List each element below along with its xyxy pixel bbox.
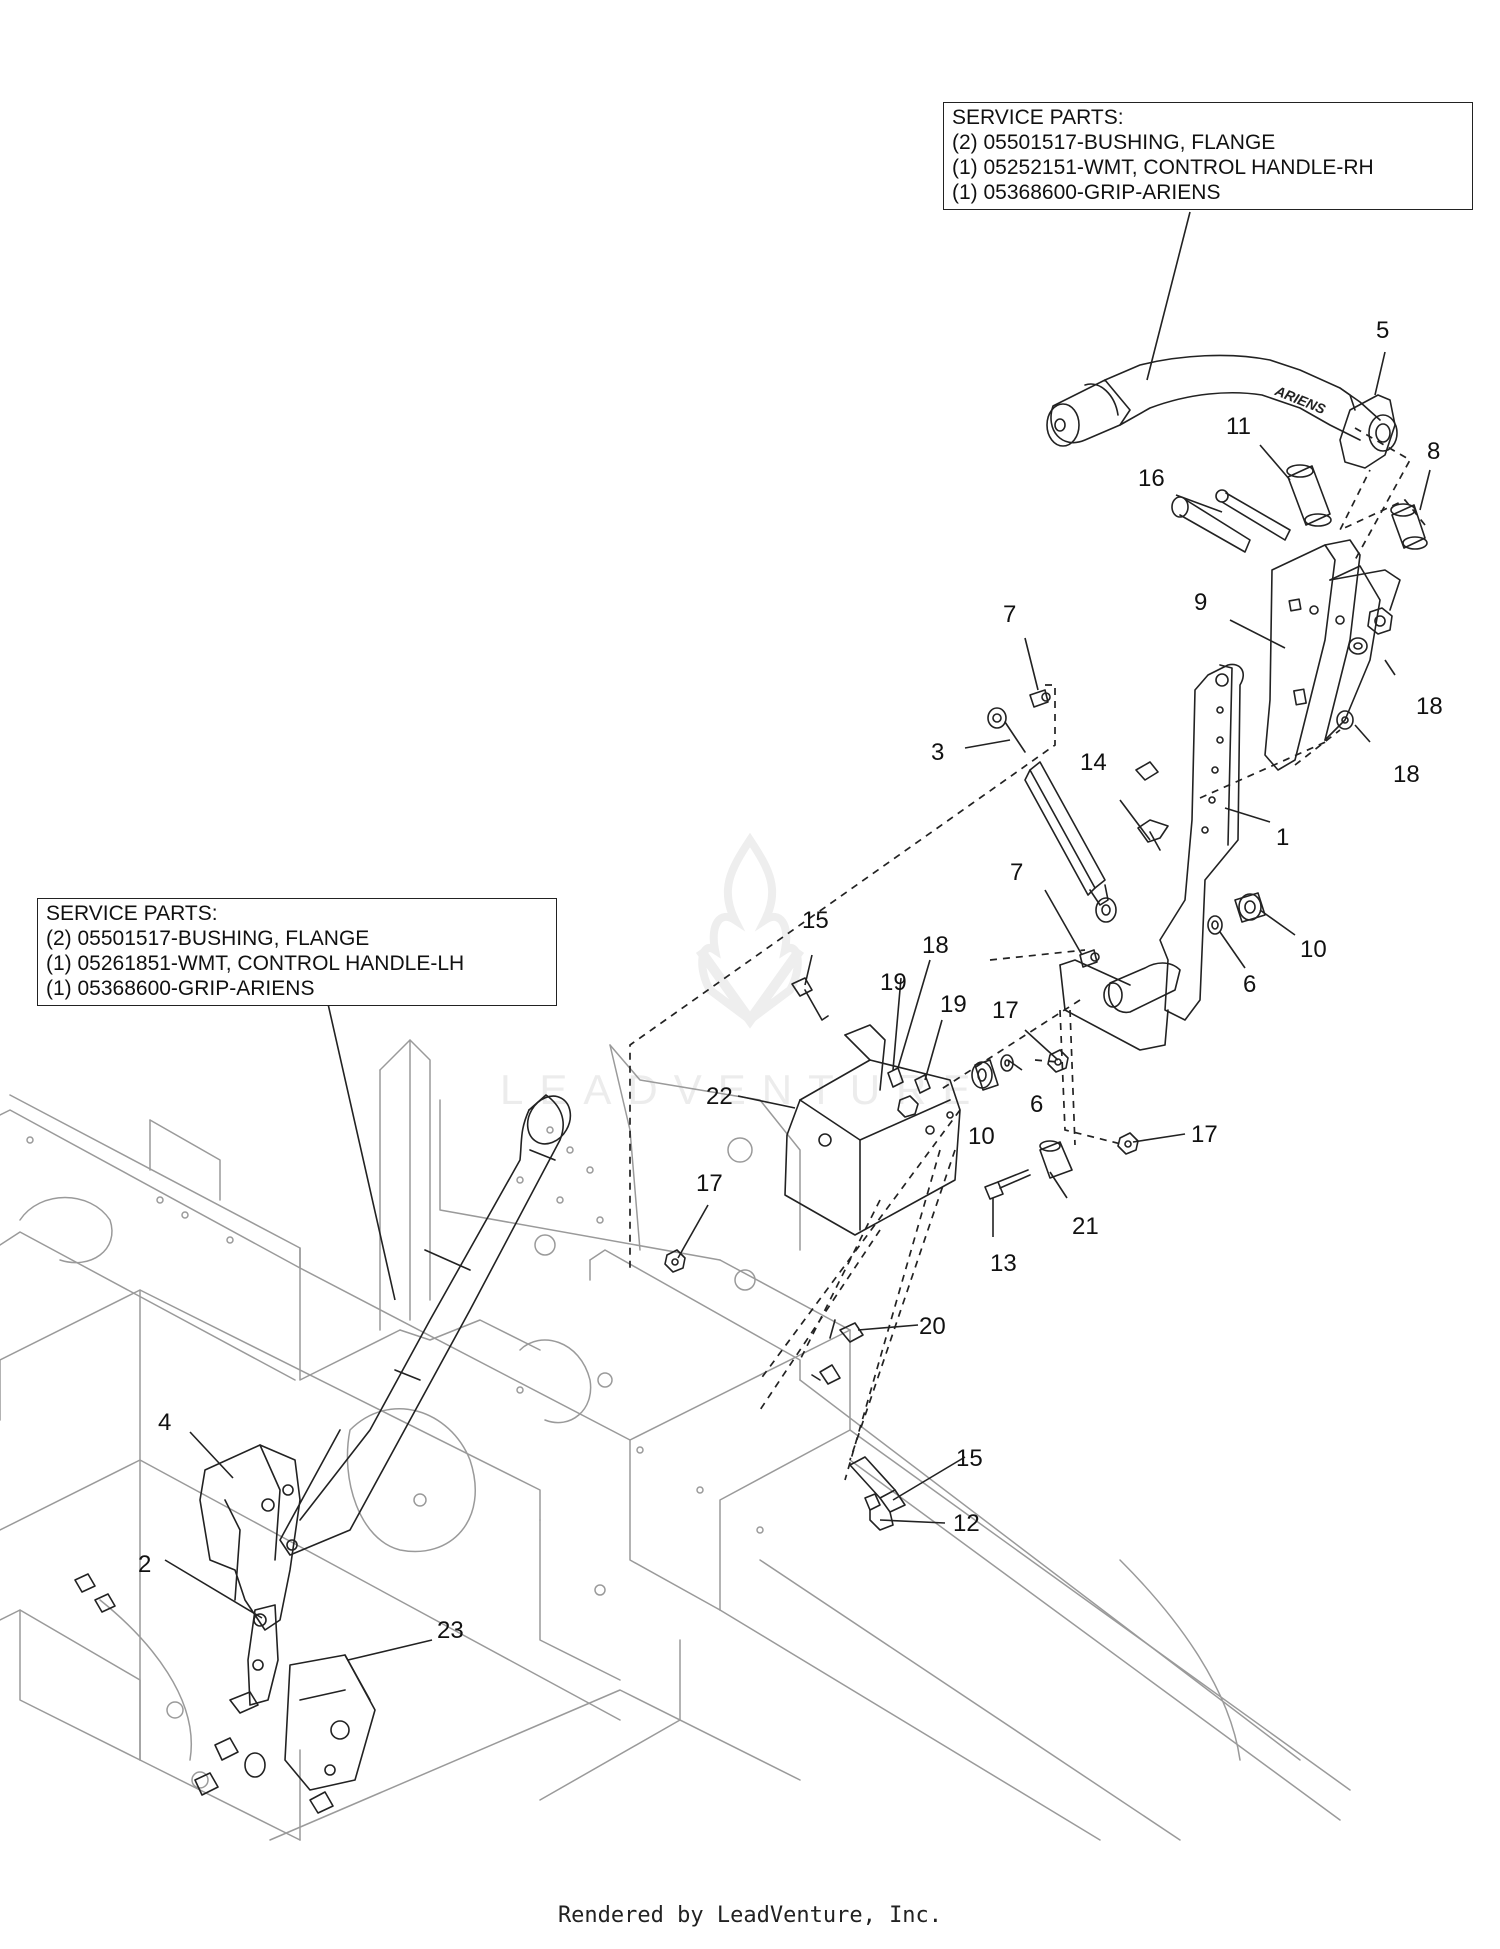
service-part-line: (2) 05501517-BUSHING, FLANGE xyxy=(46,927,370,950)
lh-control-arm-2 xyxy=(247,1604,279,1706)
callout-16: 16 xyxy=(1138,465,1165,492)
rh-control-handle: ARIENS xyxy=(1046,354,1398,469)
callout-15-lower: 15 xyxy=(956,1445,983,1472)
callout-17-right: 17 xyxy=(1191,1121,1218,1148)
bolt-13 xyxy=(984,1169,1031,1200)
service-parts-title: SERVICE PARTS: xyxy=(952,106,1124,129)
callout-21: 21 xyxy=(1072,1213,1099,1240)
bolt-12 xyxy=(864,1493,894,1531)
handle-bracket-9 xyxy=(1264,539,1401,771)
callout-7-lower: 7 xyxy=(1010,859,1023,886)
footer-credit: Rendered by LeadVenture, Inc. xyxy=(557,1903,943,1928)
lh-handle-bracket xyxy=(199,1444,301,1631)
lh-mount-bracket-23 xyxy=(74,1573,376,1814)
callout-13: 13 xyxy=(990,1250,1017,1277)
bolt-20 xyxy=(811,1319,864,1385)
gas-spring-3 xyxy=(987,707,1117,923)
bolt-15-lower xyxy=(849,1456,906,1513)
callout-9: 9 xyxy=(1194,589,1207,616)
callout-7-upper: 7 xyxy=(1003,601,1016,628)
nut-17-left xyxy=(664,1249,686,1273)
ariens-logo-text: ARIENS xyxy=(1272,382,1329,417)
callout-6-upper: 6 xyxy=(1243,971,1256,998)
callout-4: 4 xyxy=(158,1409,171,1436)
flange-bushing-8 xyxy=(1390,503,1428,550)
callout-8: 8 xyxy=(1427,438,1440,465)
callout-18-middle: 18 xyxy=(922,932,949,959)
callout-18-lower: 18 xyxy=(1393,761,1420,788)
lock-nut-18-upper xyxy=(1348,607,1393,655)
service-part-line: (2) 05501517-BUSHING, FLANGE xyxy=(952,131,1276,154)
service-parts-box-rh: SERVICE PARTS: (2) 05501517-BUSHING, FLA… xyxy=(943,102,1473,210)
flange-bushing-10-lower xyxy=(971,1059,999,1091)
callout-1: 1 xyxy=(1276,824,1289,851)
service-parts-title: SERVICE PARTS: xyxy=(46,902,218,925)
service-part-line: (1) 05368600-GRIP-ARIENS xyxy=(952,181,1221,204)
callout-12: 12 xyxy=(953,1510,980,1537)
callout-6-lower: 6 xyxy=(1030,1091,1043,1118)
service-part-line: (1) 05368600-GRIP-ARIENS xyxy=(46,977,315,1000)
mount-bracket-22 xyxy=(784,1024,961,1236)
nut-18-middle xyxy=(897,1095,919,1118)
pin-19-left xyxy=(887,1067,904,1088)
mower-frame xyxy=(0,1039,1351,1841)
service-part-line: (1) 05252151-WMT, CONTROL HANDLE-RH xyxy=(952,156,1374,179)
callout-23: 23 xyxy=(437,1617,464,1644)
bolt-14 xyxy=(1135,761,1169,851)
watermark-text: LEADVENTURE xyxy=(500,1066,987,1113)
flange-bushing-11 xyxy=(1286,464,1332,527)
washer-18-lower xyxy=(1336,710,1354,730)
leader-lines xyxy=(164,211,1431,1661)
service-part-line: (1) 05261851-WMT, CONTROL HANDLE-LH xyxy=(46,952,465,975)
callout-10-lower: 10 xyxy=(968,1123,995,1150)
nut-17-right xyxy=(1117,1132,1139,1155)
callout-2: 2 xyxy=(138,1551,151,1578)
callout-10-upper: 10 xyxy=(1300,936,1327,963)
callout-17-center: 17 xyxy=(992,997,1019,1024)
lh-control-handle xyxy=(279,1094,572,1556)
callout-3: 3 xyxy=(931,739,944,766)
pin-7-upper xyxy=(1029,689,1051,708)
leadventure-watermark-logo xyxy=(695,832,805,1029)
washer-6-upper xyxy=(1207,915,1223,935)
pin-7-lower xyxy=(1079,949,1100,968)
callout-5: 5 xyxy=(1376,317,1389,344)
pin-19-right xyxy=(914,1074,931,1094)
flange-bushing-10-upper xyxy=(1234,892,1266,923)
callout-11: 11 xyxy=(1226,413,1251,440)
assembly-dashed-lines xyxy=(629,427,1426,1481)
bolt-15-upper xyxy=(791,977,829,1021)
spacer-21 xyxy=(1039,1140,1073,1179)
callout-labels: 5 11 8 16 9 18 18 7 3 14 1 7 10 6 15 18 … xyxy=(138,317,1443,1644)
service-parts-box-lh: SERVICE PARTS: (2) 05501517-BUSHING, FLA… xyxy=(37,898,557,1006)
callout-20: 20 xyxy=(919,1313,946,1340)
callout-19-left: 19 xyxy=(880,969,907,996)
callout-17-left: 17 xyxy=(696,1170,723,1197)
callout-15-upper: 15 xyxy=(802,907,829,934)
callout-14: 14 xyxy=(1080,749,1107,776)
callout-18-upper: 18 xyxy=(1416,693,1443,720)
control-arm-1 xyxy=(1059,663,1244,1051)
callout-19-right: 19 xyxy=(940,991,967,1018)
callout-22: 22 xyxy=(706,1083,733,1110)
